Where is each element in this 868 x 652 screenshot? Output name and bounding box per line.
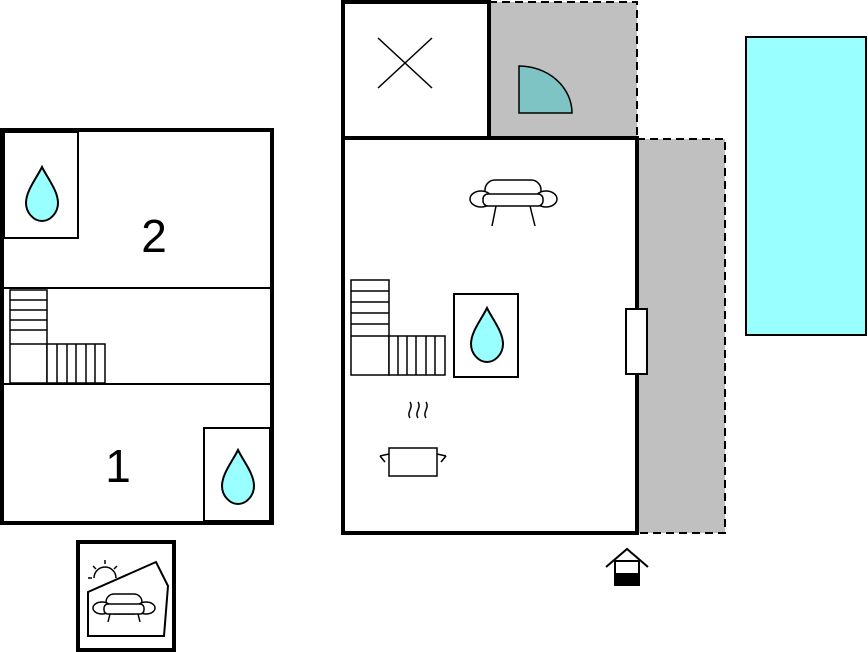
- sofa-icon: [469, 179, 558, 227]
- cooking-pot-icon: [379, 401, 447, 477]
- shower-icon: [518, 65, 573, 114]
- entrance-house-icon: [605, 547, 649, 586]
- pool: [745, 36, 867, 336]
- storage-room: [341, 0, 491, 140]
- window: [625, 308, 648, 375]
- water-drop-icon: [469, 305, 505, 364]
- terrace-side: [636, 138, 726, 534]
- upper-floor: 2 1: [0, 128, 274, 525]
- terrace-top: [488, 1, 638, 139]
- room-label-2: 2: [141, 210, 167, 262]
- room-label-1: 1: [105, 440, 131, 492]
- staircase-icon: [9, 289, 106, 384]
- water-drop-icon: [24, 164, 60, 223]
- water-drop-icon: [220, 447, 256, 506]
- sunroom-sofa-icon: [76, 540, 176, 652]
- x-mark-icon: [377, 37, 433, 89]
- staircase-icon: [350, 279, 446, 376]
